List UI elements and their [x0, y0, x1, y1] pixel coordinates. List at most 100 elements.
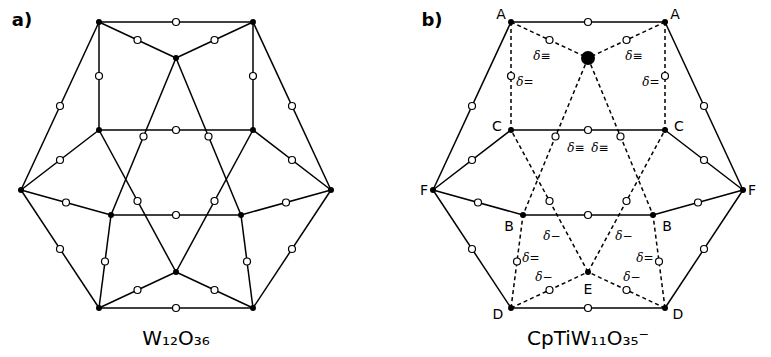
oxygen-atom [469, 246, 476, 253]
oxygen-atom [96, 73, 103, 80]
oxygen-atom [475, 199, 482, 206]
bond-edge [253, 130, 331, 190]
oxygen-atom [211, 37, 218, 44]
bond-edge [588, 272, 665, 308]
charge-label: δ= [515, 76, 534, 88]
bond-edge [433, 190, 523, 215]
atom-label: D [673, 307, 684, 321]
bond-edge [99, 215, 111, 308]
charge-label: δ≡ [566, 142, 585, 154]
oxygen-atom [585, 19, 592, 26]
bond-edge [511, 272, 588, 308]
oxygen-atom [623, 37, 630, 44]
oxygen-atom [585, 127, 592, 134]
tungsten-atom [520, 212, 526, 218]
atom-label: D [493, 307, 504, 321]
oxygen-atom [623, 287, 630, 294]
tungsten-atom [250, 19, 256, 25]
oxygen-atom [63, 199, 70, 206]
tungsten-atom [740, 187, 746, 193]
tungsten-atom [650, 212, 656, 218]
bond-edge [433, 130, 511, 190]
oxygen-atom [469, 103, 476, 110]
atom-label: B [662, 219, 672, 233]
tungsten-atom [662, 19, 668, 25]
charge-label: δ= [641, 76, 660, 88]
charge-label: δ− [534, 271, 553, 283]
oxygen-atom [134, 287, 141, 294]
bond-edge [433, 22, 511, 190]
oxygen-atom [283, 199, 290, 206]
oxygen-atom [211, 198, 218, 205]
oxygen-atom [57, 246, 64, 253]
tungsten-atom [96, 127, 102, 133]
tungsten-atom [662, 305, 668, 311]
tungsten-atom [508, 19, 514, 25]
bond-edge [176, 130, 253, 272]
atom-label: A [670, 7, 680, 21]
charge-label: δ≡ [590, 142, 609, 154]
charge-label: δ= [635, 252, 654, 264]
oxygen-atom [546, 37, 553, 44]
titanium-atom [581, 51, 595, 65]
tungsten-atom [662, 127, 668, 133]
atom-label: A [496, 7, 506, 21]
oxygen-atom [546, 287, 553, 294]
tungsten-atom [430, 187, 436, 193]
oxygen-atom [244, 258, 251, 265]
bond-edge [511, 130, 588, 272]
atom-label: F [420, 183, 428, 197]
oxygen-atom [57, 157, 64, 164]
tungsten-atom [585, 269, 591, 275]
panel-letter: b) [421, 11, 442, 29]
oxygen-atom [173, 305, 180, 312]
charge-label: δ= [521, 252, 540, 264]
tungsten-atom [173, 269, 179, 275]
tungsten-atom [108, 212, 114, 218]
bond-edge [665, 130, 743, 190]
oxygen-atom [469, 157, 476, 164]
bond-edge [176, 58, 241, 215]
oxygen-atom [289, 246, 296, 253]
bond-edge [111, 58, 176, 215]
bond-edge [653, 190, 743, 215]
oxygen-atom [205, 133, 212, 140]
oxygen-atom [701, 103, 708, 110]
oxygen-atom [173, 212, 180, 219]
atom-label: B [504, 219, 514, 233]
oxygen-atom [173, 19, 180, 26]
oxygen-atom [695, 199, 702, 206]
bond-edge [241, 190, 331, 215]
atom-label: C [674, 119, 684, 133]
bond-edge [21, 130, 99, 190]
oxygen-atom [102, 258, 109, 265]
oxygen-atom [585, 305, 592, 312]
oxygen-atom [134, 37, 141, 44]
charge-label: δ− [542, 230, 561, 242]
tungsten-atom [238, 212, 244, 218]
tungsten-atom [328, 187, 334, 193]
charge-label: δ− [614, 230, 633, 242]
bond-edge [99, 272, 176, 308]
oxygen-atom [585, 212, 592, 219]
tungsten-atom [508, 127, 514, 133]
bond-edge [253, 22, 331, 190]
tungsten-atom [508, 305, 514, 311]
bond-edge [99, 22, 176, 58]
bond-edge [176, 22, 253, 58]
atom-label: F [748, 183, 756, 197]
tungsten-atom [96, 305, 102, 311]
oxygen-atom [546, 198, 553, 205]
framework-b [430, 19, 746, 312]
oxygen-atom [623, 198, 630, 205]
bond-edge [241, 215, 253, 308]
atom-label: E [584, 282, 593, 296]
bond-edge [99, 130, 176, 272]
oxygen-atom [508, 73, 515, 80]
framework-a [18, 19, 334, 312]
tungsten-atom [173, 55, 179, 61]
tungsten-atom [96, 19, 102, 25]
oxygen-atom [552, 133, 559, 140]
